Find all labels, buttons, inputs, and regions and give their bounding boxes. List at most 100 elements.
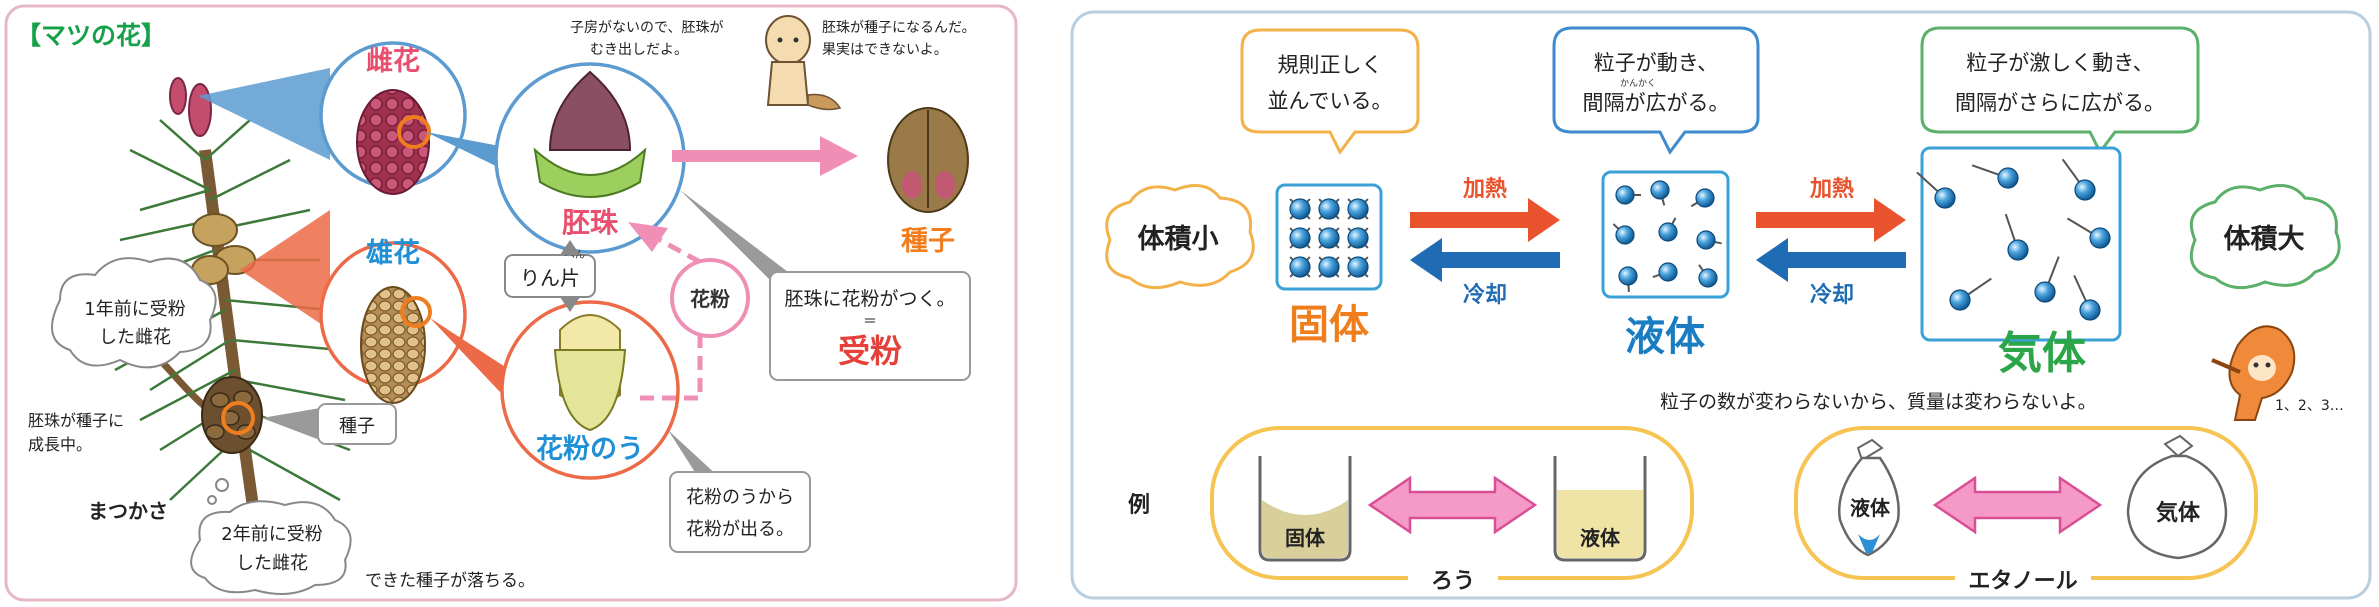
ovule-zoom: 胚珠 (426, 62, 686, 254)
gas-particle (1934, 187, 1956, 209)
counting-text: 1、2、3… (2275, 398, 2344, 414)
solid-particle (1318, 198, 1340, 220)
volume-large-label: 体積大 (2224, 224, 2305, 255)
seed-falls-text: できた種子が落ちる。 (365, 571, 535, 591)
liquid-particle (1658, 262, 1678, 282)
pollen-label: 花粉 (690, 287, 730, 311)
liquid-particles-box: 液体 (1601, 170, 1730, 360)
gas-particle (2074, 179, 2096, 201)
solid-particles-box: 固体 (1275, 183, 1383, 348)
pollen-path: 花粉 (628, 222, 750, 401)
female-flower-label: 雌花 (366, 45, 420, 77)
solid-bubble-line1: 規則正しく (1278, 53, 1383, 77)
gas-bubble-line2: 間隔がさらに広がる。 (1955, 91, 2165, 115)
solid-particle (1347, 198, 1369, 220)
equals-sign: ＝ (863, 314, 877, 330)
pollen-attach-text: 胚珠に花粉がつく。 (784, 288, 955, 310)
solid-particle (1318, 227, 1340, 249)
solid-particle (1347, 227, 1369, 249)
cone-label: まつかさ (88, 499, 168, 523)
liquid-label: 液体 (1625, 314, 1705, 360)
growing-note-line2: 成長中。 (28, 435, 92, 454)
growing-note-line1: 胚珠が種子に (28, 411, 124, 430)
ethanol-example: エタノール 液体 気体 (1794, 426, 2258, 594)
heat-label-2: 加熱 (1809, 176, 1854, 202)
ethanol-label: エタノール (1968, 569, 2077, 594)
solid-label: 固体 (1289, 302, 1369, 348)
pollen-out-line1: 花粉のうから (686, 487, 794, 508)
volume-large-cloud: 体積大 (2189, 184, 2341, 290)
ovule-to-seed-arrow (672, 136, 858, 176)
two-year-bubble: 2年前に受粉 した雌花 (190, 478, 352, 595)
scale-callout: ぺん りん片 (504, 240, 596, 312)
bag-liquid-label: 液体 (1850, 496, 1891, 520)
beaker-solid-label: 固体 (1285, 526, 1326, 550)
liquid-particle (1698, 268, 1718, 288)
gas-particle (1997, 167, 2019, 189)
gas-bubble: 粒子が激しく動き、 間隔がさらに広がる。 (1920, 26, 2200, 155)
heat-label-1: 加熱 (1462, 176, 1507, 202)
liquid-particle (1615, 185, 1635, 205)
seed-callout-label: 種子 (339, 416, 375, 437)
liquid-particle (1658, 222, 1678, 242)
female-flower-zoom: 雌花 (198, 41, 467, 195)
solid-particle (1289, 198, 1311, 220)
speech-2-line2: 果実はできないよ。 (822, 42, 948, 58)
gas-particle (2079, 299, 2101, 321)
seed-illustration: 種子 (887, 107, 969, 257)
wax-label: ろう (1431, 569, 1475, 594)
cool-arrow-liquid-to-solid: 冷却 (1410, 238, 1560, 308)
two-year-line1: 2年前に受粉 (221, 524, 322, 545)
liquid-bubble: 粒子が動き、 かんかく 間隔が広がる。 (1552, 26, 1760, 155)
liquid-bubble-ruby: かんかく (1620, 78, 1656, 89)
volume-small-label: 体積小 (1138, 224, 1219, 255)
gas-label: 気体 (1998, 328, 2086, 379)
male-flower-zoom: 雄花 (240, 210, 467, 404)
gas-particle (2034, 281, 2056, 303)
pollen-sac-zoom: 花粉のう (430, 300, 680, 480)
seed-callout: 種子 (262, 403, 397, 445)
example-label: 例 (1128, 493, 1150, 518)
gas-particle (2089, 227, 2111, 249)
pollination-callout: 胚珠に花粉がつく。 ＝ 受粉 (680, 190, 971, 381)
liquid-particle (1618, 266, 1638, 286)
liquid-particle (1696, 230, 1716, 250)
solid-particle (1289, 256, 1311, 278)
mascot-character-left (765, 15, 842, 111)
liquid-particle (1650, 180, 1670, 200)
liquid-particle (1695, 188, 1715, 208)
bag-gas-label: 気体 (2156, 500, 2201, 526)
beaker-liquid-label: 液体 (1580, 526, 1621, 550)
solid-bubble: 規則正しく 並んでいる。 (1240, 28, 1420, 155)
pollen-out-line2: 花粉が出る。 (686, 519, 794, 540)
speech-2-line1: 胚珠が種子になるんだ。 (822, 20, 976, 36)
pollen-out-callout: 花粉のうから 花粉が出る。 (668, 430, 811, 553)
pine-title: 【マツの花】 (16, 21, 166, 50)
gas-particle (1949, 289, 1971, 311)
solid-particle (1347, 256, 1369, 278)
seed-label: 種子 (901, 226, 955, 257)
one-year-line1: 1年前に受粉 (84, 299, 185, 320)
cool-label-2: 冷却 (1810, 282, 1854, 308)
scale-label: りん片 (520, 266, 580, 290)
heat-arrow-solid-to-liquid: 加熱 (1410, 176, 1560, 242)
solid-particle (1289, 227, 1311, 249)
solid-bubble-line2: 並んでいる。 (1268, 89, 1393, 113)
ovule-label: 胚珠 (562, 206, 619, 239)
wax-example: ろう 固体 液体 (1210, 426, 1694, 594)
cool-label-1: 冷却 (1463, 282, 1507, 308)
liquid-bubble-line1: 粒子が動き、 (1594, 51, 1719, 75)
liquid-particle (1615, 225, 1635, 245)
pollen-sac-label: 花粉のう (536, 434, 644, 465)
heat-arrow-liquid-to-gas: 加熱 (1756, 176, 1906, 242)
solid-particle (1318, 256, 1340, 278)
one-year-bubble: 1年前に受粉 した雌花 (51, 257, 217, 369)
male-flower-label: 雄花 (365, 238, 420, 269)
gas-particle (2007, 239, 2029, 261)
cool-arrow-gas-to-liquid: 冷却 (1756, 238, 1906, 308)
one-year-line2: した雌花 (99, 327, 171, 348)
liquid-bubble-line2: 間隔が広がる。 (1583, 91, 1730, 115)
speech-1-line2: むき出しだよ。 (590, 42, 688, 58)
two-year-line2: した雌花 (236, 553, 308, 574)
